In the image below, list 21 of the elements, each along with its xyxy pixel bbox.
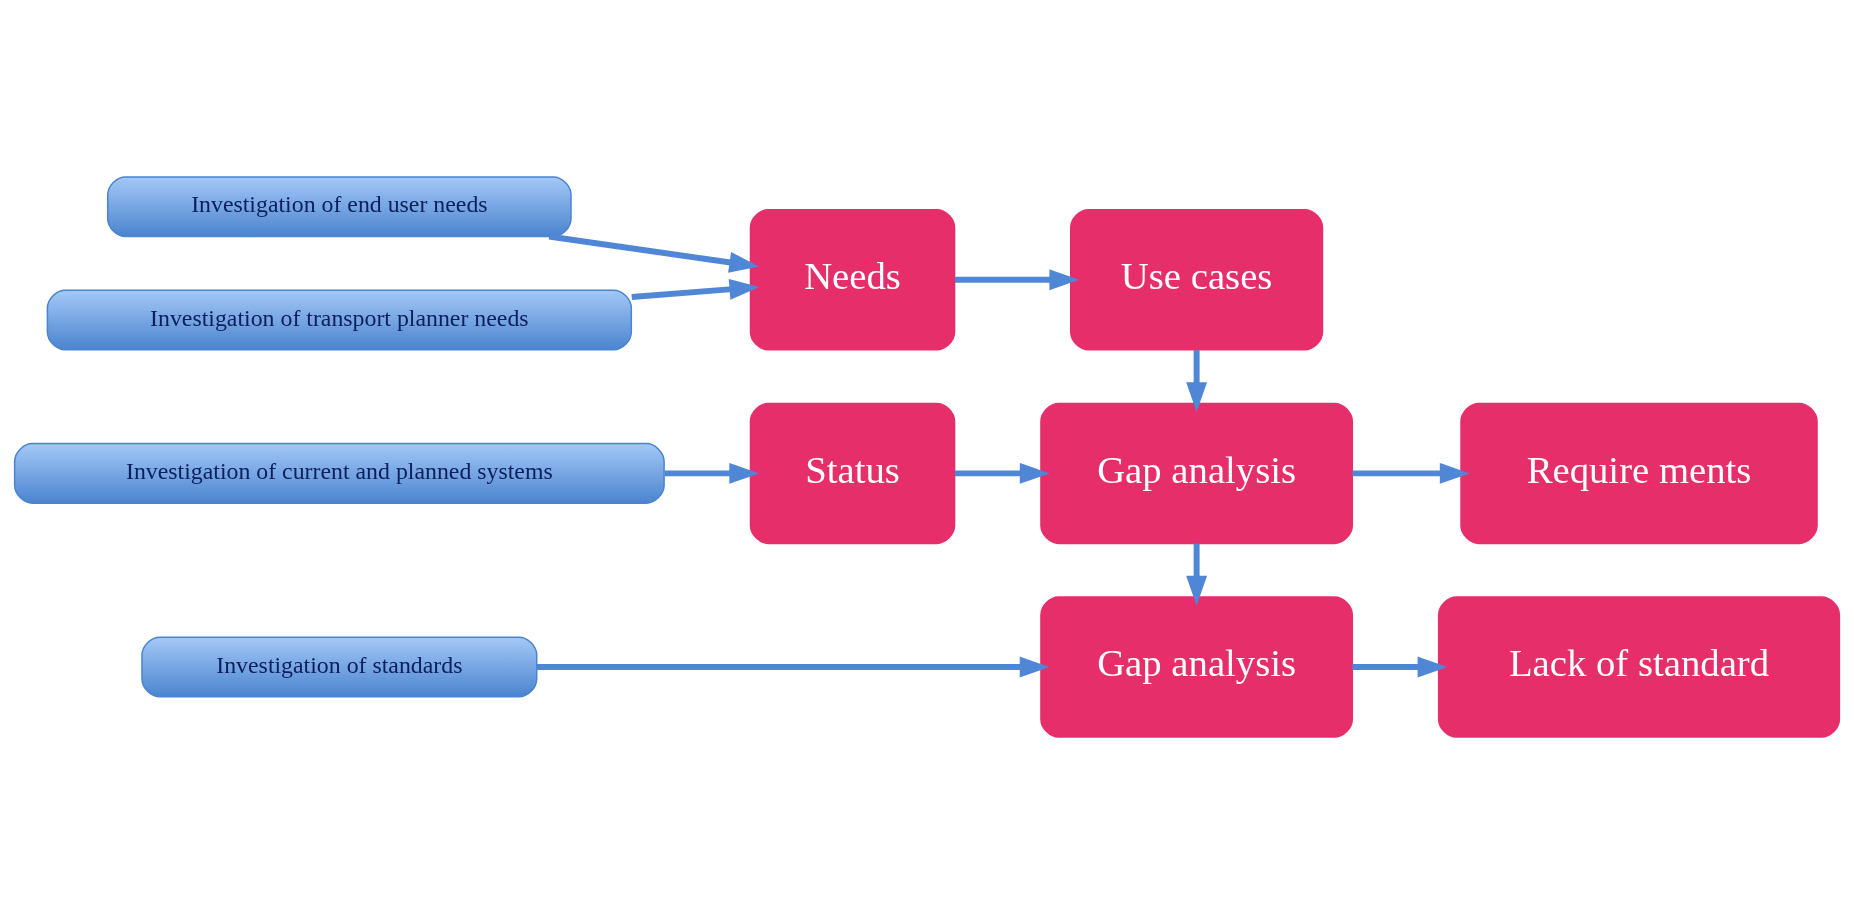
arrow bbox=[536, 656, 1050, 677]
node-box: Lack of standard bbox=[1437, 595, 1841, 738]
arrow bbox=[954, 268, 1080, 290]
arrow bbox=[1186, 349, 1208, 412]
arrow bbox=[1186, 543, 1208, 606]
node-box: Needs bbox=[749, 208, 956, 350]
arrow bbox=[631, 278, 760, 300]
node-box: Investigation of current and planned systems bbox=[13, 442, 665, 504]
arrow bbox=[1352, 462, 1470, 484]
node-box: Require ments bbox=[1460, 402, 1818, 544]
arrow bbox=[1352, 656, 1448, 677]
node-box: Gap analysis bbox=[1040, 595, 1354, 738]
node-box: Investigation of standards bbox=[141, 636, 538, 698]
arrow bbox=[548, 233, 760, 273]
node-box: Status bbox=[749, 402, 956, 544]
node-box: Investigation of end user needs bbox=[107, 175, 572, 237]
node-box: Gap analysis bbox=[1040, 402, 1354, 544]
arrow bbox=[954, 462, 1050, 484]
node-box: Use cases bbox=[1070, 208, 1324, 350]
arrow bbox=[664, 462, 760, 484]
node-box: Investigation of transport planner needs bbox=[46, 288, 633, 350]
